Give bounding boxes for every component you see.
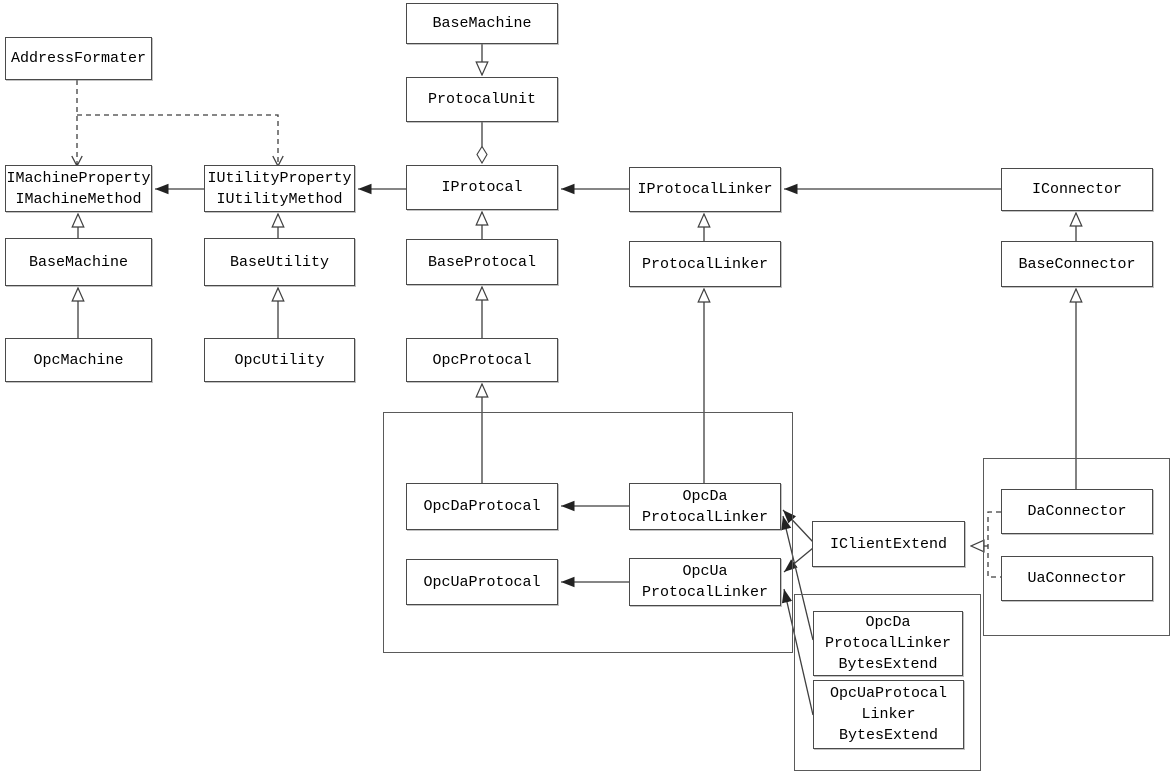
class-label: IMachineMethod xyxy=(15,190,142,208)
class-box-iprotocal: IProtocal xyxy=(406,165,558,210)
class-label: ProtocalLinker xyxy=(824,635,952,652)
class-box-daconnector: DaConnector xyxy=(1001,489,1153,534)
class-box-protocalunit: ProtocalUnit xyxy=(406,77,558,122)
line-connectors-shared-dashed xyxy=(987,511,1001,578)
class-label: OpcUa xyxy=(682,563,728,580)
class-label: ProtocalLinker xyxy=(641,584,769,601)
class-box-opcuaprotocallinker: OpcUa ProtocalLinker xyxy=(629,558,781,606)
group-bytesextend-package xyxy=(794,594,981,771)
class-box-opcmachine: OpcMachine xyxy=(5,338,152,382)
class-box-basemachine-top: BaseMachine xyxy=(406,3,558,44)
arrow-opcdabytesextend-opcdalinker xyxy=(781,515,814,641)
class-box-protocallinker: ProtocalLinker xyxy=(629,241,781,287)
class-label: OpcUaProtocal xyxy=(829,685,948,702)
class-label: Linker xyxy=(861,706,916,723)
class-box-opcuaprotocal: OpcUaProtocal xyxy=(406,559,558,605)
class-label: IClientExtend xyxy=(829,535,948,553)
class-label: IProtocalLinker xyxy=(637,181,773,198)
class-label: BaseProtocal xyxy=(427,253,537,271)
class-label: OpcDa xyxy=(682,487,728,505)
class-label: ProtocalUnit xyxy=(427,91,537,108)
class-label: BytesExtend xyxy=(838,656,938,673)
class-label: AddressFormater xyxy=(10,50,147,67)
class-label: BaseMachine xyxy=(432,15,532,32)
class-box-opcutility: OpcUtility xyxy=(204,338,355,382)
realization-arrows xyxy=(971,511,1001,578)
class-box-baseutility: BaseUtility xyxy=(204,238,355,286)
class-label: ProtocalLinker xyxy=(641,508,769,526)
class-label: BaseMachine xyxy=(28,253,129,271)
class-box-basemachine: BaseMachine xyxy=(5,238,152,286)
class-label: BaseConnector xyxy=(1018,255,1136,273)
generalization-arrows xyxy=(78,44,1076,489)
class-box-uaconnector: UaConnector xyxy=(1001,556,1153,601)
class-label: IMachineProperty xyxy=(6,169,151,187)
class-box-baseconnector: BaseConnector xyxy=(1001,241,1153,287)
class-label: OpcMachine xyxy=(33,351,124,369)
class-label: BytesExtend xyxy=(838,727,939,744)
dependency-arrows xyxy=(77,80,278,166)
arrow-opcuabytesextend-opcualinker xyxy=(781,588,814,716)
class-label: IUtilityMethod xyxy=(216,190,343,208)
class-label: OpcProtocal xyxy=(432,351,532,369)
class-box-iprotocallinker: IProtocalLinker xyxy=(629,167,781,212)
association-arrows xyxy=(155,183,1001,716)
class-box-opcdaprotocallinker: OpcDa ProtocalLinker xyxy=(629,483,781,530)
group-connector-package xyxy=(983,458,1170,636)
arrow-iclientextend-opcdalinker xyxy=(782,509,814,543)
class-box-baseprotocal: BaseProtocal xyxy=(406,239,558,285)
arrow-addressformater-iutility xyxy=(77,114,278,166)
arrow-iclientextend-opcualinker xyxy=(783,547,814,573)
class-box-iconnector: IConnector xyxy=(1001,168,1153,211)
class-box-iclientextend: IClientExtend xyxy=(812,521,965,567)
class-label: UaConnector xyxy=(1027,570,1127,587)
class-label: BaseUtility xyxy=(229,253,330,271)
class-label: OpcUtility xyxy=(234,351,325,369)
group-opc-protocal-package xyxy=(383,412,793,653)
class-box-imachineproperty: IMachineProperty IMachineMethod xyxy=(5,165,152,212)
class-label: IConnector xyxy=(1031,181,1122,198)
class-label: OpcDa xyxy=(865,614,911,631)
class-box-opcuaprotocallinkerbytesextend: OpcUaProtocal Linker BytesExtend xyxy=(813,680,964,749)
class-box-iutilityproperty: IUtilityProperty IUtilityMethod xyxy=(204,165,355,212)
class-label: ProtocalLinker xyxy=(641,255,769,273)
class-label: IProtocal xyxy=(441,179,523,196)
class-box-addressformater: AddressFormater xyxy=(5,37,152,80)
class-label: DaConnector xyxy=(1027,503,1127,520)
class-label: OpcDaProtocal xyxy=(423,498,541,515)
class-box-opcdaprotocal: OpcDaProtocal xyxy=(406,483,558,530)
class-label: OpcUaProtocal xyxy=(423,573,541,591)
class-box-opcdaprotocallinkerbytesextend: OpcDa ProtocalLinker BytesExtend xyxy=(813,611,963,676)
class-box-opcprotocal: OpcProtocal xyxy=(406,338,558,382)
class-label: IUtilityProperty xyxy=(207,169,352,187)
